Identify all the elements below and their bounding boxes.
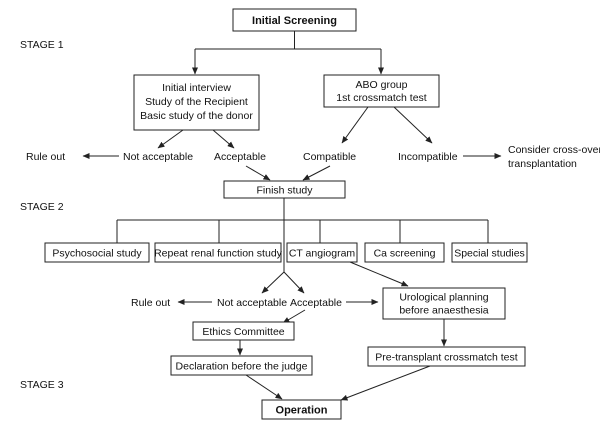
finish-study-box: Finish study (223, 180, 346, 199)
arrow (349, 261, 409, 287)
arrow (212, 129, 235, 149)
arrow (245, 374, 283, 400)
arrow (341, 106, 369, 144)
abo-group-box: ABO group 1st crossmatch test (323, 74, 440, 108)
abo-group-line-1: ABO group (356, 79, 408, 91)
not-acceptable-label: Not acceptable (123, 151, 193, 163)
incompatible-label: Incompatible (398, 151, 458, 163)
ct-angiogram-box: CT angiogram (286, 242, 358, 263)
initial-screening-box: Initial Screening (232, 8, 357, 32)
rule-out-label-2: Rule out (131, 297, 170, 309)
arrow (261, 271, 285, 294)
arrow (393, 106, 433, 144)
compatible-label: Compatible (303, 151, 356, 163)
arrow (282, 309, 306, 324)
operation-box: Operation (261, 399, 342, 420)
ethics-committee-box: Ethics Committee (192, 321, 295, 341)
arrow (157, 129, 184, 149)
finish-study-label: Finish study (256, 185, 313, 197)
arrow (245, 165, 271, 181)
urological-planning-line-1: Urological planning (399, 292, 488, 304)
repeat-renal-label: Repeat renal function study (154, 248, 283, 260)
repeat-renal-box: Repeat renal function study (154, 242, 283, 263)
operation-label: Operation (276, 405, 328, 417)
special-studies-label: Special studies (454, 248, 525, 260)
acceptable-label-2: Acceptable (290, 297, 342, 309)
initial-screening-label: Initial Screening (252, 15, 337, 27)
arrow (340, 365, 431, 401)
urological-planning-line-2: before anaesthesia (399, 305, 488, 317)
cross-over-line-2: transplantation (508, 158, 577, 170)
ca-screening-box: Ca screening (364, 242, 445, 263)
urological-planning-box: Urological planning before anaesthesia (382, 287, 506, 320)
rule-out-label: Rule out (26, 151, 65, 163)
initial-interview-line-3: Basic study of the donor (140, 110, 253, 122)
initial-interview-line-2: Study of the Recipient (145, 96, 248, 108)
initial-interview-box: Initial interview Study of the Recipient… (133, 74, 260, 131)
acceptable-label: Acceptable (214, 151, 266, 163)
pretransplant-crossmatch-label: Pre-transplant crossmatch test (375, 352, 517, 364)
ct-angiogram-label: CT angiogram (289, 248, 356, 260)
arrow (283, 271, 305, 294)
not-acceptable-label-2: Not acceptable (217, 297, 287, 309)
stage-1-label: STAGE 1 (20, 39, 64, 51)
stage-3-label: STAGE 3 (20, 379, 64, 391)
psychosocial-study-box: Psychosocial study (44, 242, 150, 263)
stage-2-label: STAGE 2 (20, 201, 64, 213)
declaration-label: Declaration before the judge (176, 361, 308, 373)
initial-interview-line-1: Initial interview (162, 82, 231, 94)
cross-over-line-1: Consider cross-over (508, 144, 600, 156)
ca-screening-label: Ca screening (374, 248, 436, 260)
declaration-box: Declaration before the judge (170, 355, 313, 376)
pretransplant-crossmatch-box: Pre-transplant crossmatch test (367, 346, 526, 367)
abo-group-line-2: 1st crossmatch test (336, 92, 427, 104)
arrow (302, 165, 331, 181)
ethics-committee-label: Ethics Committee (202, 326, 284, 338)
psychosocial-study-label: Psychosocial study (52, 248, 142, 260)
special-studies-box: Special studies (451, 242, 528, 263)
